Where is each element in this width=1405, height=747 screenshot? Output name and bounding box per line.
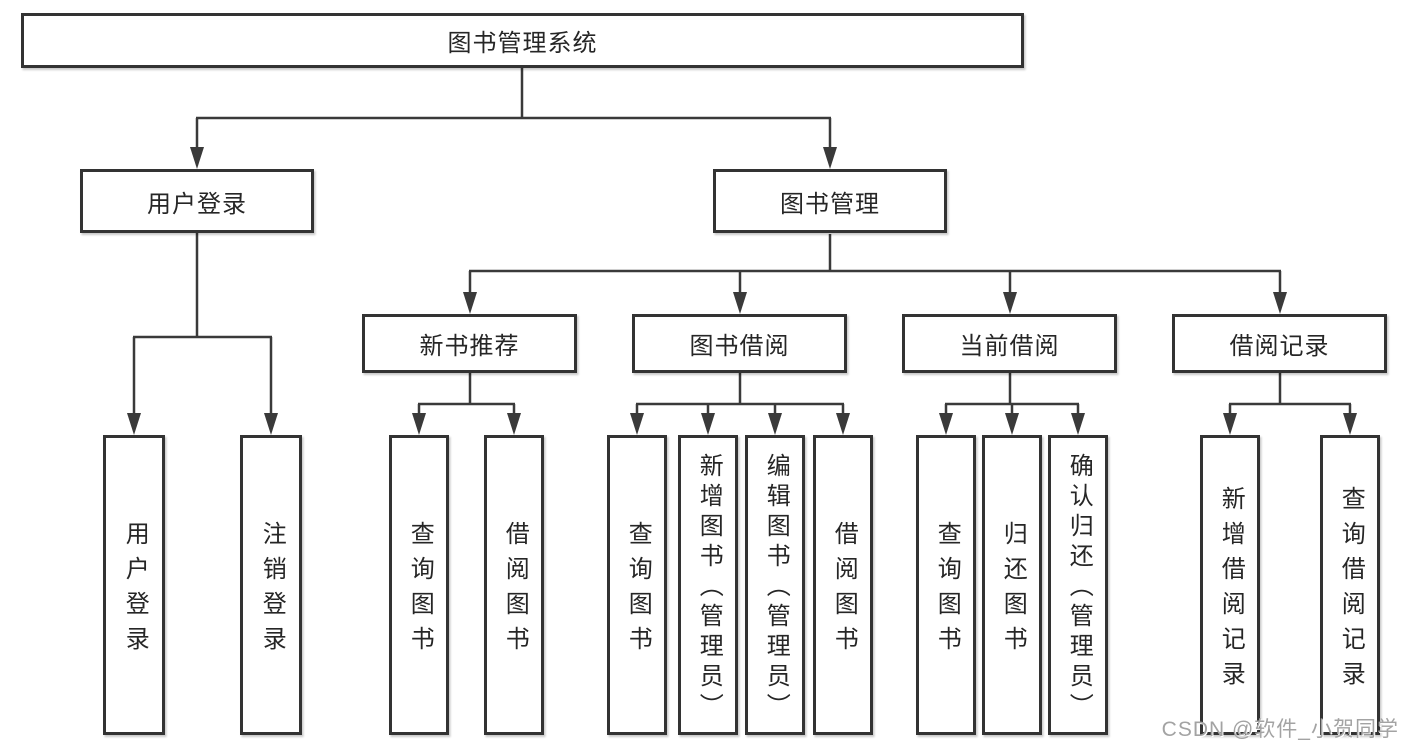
- leaf-logout-label: 注销登录: [258, 520, 286, 661]
- node-new-book-recommend-label: 新书推荐: [419, 333, 520, 360]
- connector-book-mgmt-split: [469, 234, 1281, 273]
- leaf-nb-query-book-label: 查询图书: [406, 520, 434, 661]
- leaf-nb-query-book: 查询图书: [389, 435, 449, 735]
- connector-root-split: [196, 68, 831, 120]
- leaf-cur-query-book-label: 查询图书: [933, 520, 961, 661]
- leaf-cur-confirm-return-admin: 确认归还（管理员）: [1048, 435, 1108, 735]
- leaf-nb-borrow-book: 借阅图书: [484, 435, 544, 735]
- leaf-bw-borrow-book: 借阅图书: [813, 435, 873, 735]
- node-borrow-record: 借阅记录: [1172, 314, 1387, 373]
- leaf-bw-edit-book-admin-label: 编辑图书（管理员）: [762, 453, 790, 723]
- leaf-bw-borrow-book-label: 借阅图书: [830, 520, 858, 661]
- leaf-bw-query-book: 查询图书: [607, 435, 667, 735]
- connector-current-borrow-split: [945, 373, 1079, 406]
- node-user-login: 用户登录: [80, 169, 314, 233]
- node-borrow-record-label: 借阅记录: [1229, 333, 1330, 360]
- leaf-bw-add-book-admin: 新增图书（管理员）: [678, 435, 738, 735]
- leaf-cur-confirm-return-admin-label: 确认归还（管理员）: [1065, 453, 1093, 723]
- node-book-borrow-label: 图书借阅: [689, 333, 790, 360]
- node-book-borrow: 图书借阅: [632, 314, 847, 373]
- node-new-book-recommend: 新书推荐: [362, 314, 577, 373]
- leaf-bw-query-book-label: 查询图书: [624, 520, 652, 661]
- csdn-watermark: CSDN @软件_小贺同学: [1161, 718, 1399, 741]
- leaf-user-login: 用户登录: [103, 435, 165, 735]
- leaf-cur-return-book: 归还图书: [982, 435, 1042, 735]
- node-root-label: 图书管理系统: [447, 30, 598, 57]
- node-book-mgmt-label: 图书管理: [780, 190, 880, 218]
- node-current-borrow-label: 当前借阅: [959, 333, 1060, 360]
- leaf-nb-borrow-book-label: 借阅图书: [501, 520, 529, 661]
- leaf-rec-add-record-label: 新增借阅记录: [1217, 485, 1245, 696]
- leaf-rec-query-record: 查询借阅记录: [1320, 435, 1380, 735]
- leaf-cur-return-book-label: 归还图书: [999, 520, 1027, 661]
- leaf-bw-add-book-admin-label: 新增图书（管理员）: [695, 453, 723, 723]
- node-book-mgmt: 图书管理: [713, 169, 947, 233]
- leaf-logout: 注销登录: [240, 435, 302, 735]
- connector-borrow-record-split: [1229, 373, 1351, 406]
- leaf-bw-edit-book-admin: 编辑图书（管理员）: [745, 435, 805, 735]
- leaf-rec-query-record-label: 查询借阅记录: [1337, 485, 1365, 696]
- leaf-rec-add-record: 新增借阅记录: [1200, 435, 1260, 735]
- node-root: 图书管理系统: [21, 13, 1024, 68]
- connector-user-login-split: [133, 232, 272, 339]
- node-user-login-label: 用户登录: [147, 190, 247, 218]
- node-current-borrow: 当前借阅: [902, 314, 1117, 373]
- leaf-user-login-label: 用户登录: [121, 520, 149, 661]
- connector-book-borrow-split: [636, 373, 844, 406]
- leaf-cur-query-book: 查询图书: [916, 435, 976, 735]
- connector-new-book-split: [418, 373, 515, 406]
